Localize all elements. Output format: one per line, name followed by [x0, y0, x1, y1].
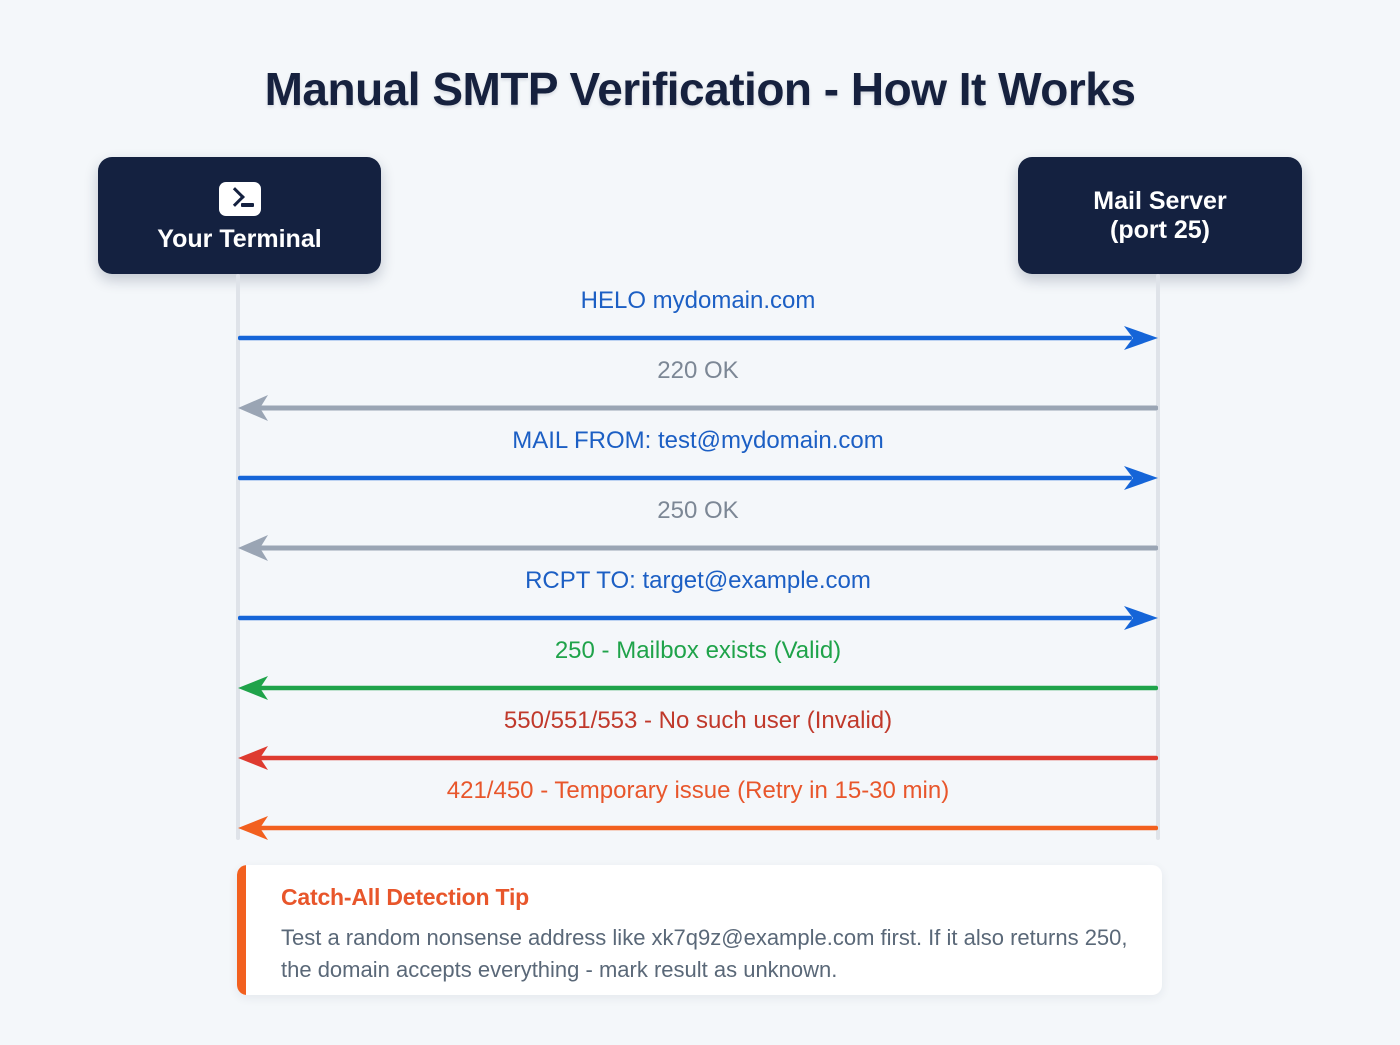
message-arrow-left	[238, 744, 1158, 772]
message-row: 550/551/553 - No such user (Invalid)	[238, 706, 1158, 776]
actor-your-terminal-label: Your Terminal	[157, 224, 322, 253]
message-arrow-left	[238, 394, 1158, 422]
message-row: MAIL FROM: test@mydomain.com	[238, 426, 1158, 496]
actor-mail-server-line2: (port 25)	[1110, 215, 1210, 244]
message-label: 250 - Mailbox exists (Valid)	[554, 637, 842, 664]
tip-accent-bar	[237, 865, 246, 995]
message-label: 550/551/553 - No such user (Invalid)	[503, 707, 893, 734]
message-label: 421/450 - Temporary issue (Retry in 15-3…	[446, 777, 950, 804]
message-row: 250 OK	[238, 496, 1158, 566]
lifeline-mail-server	[1156, 274, 1160, 840]
message-label: 250 OK	[657, 497, 739, 524]
message-label: HELO mydomain.com	[580, 287, 816, 314]
message-label: 220 OK	[657, 357, 739, 384]
catch-all-tip-card: Catch-All Detection Tip Test a random no…	[237, 865, 1162, 995]
lifeline-terminal	[236, 274, 240, 840]
actor-mail-server-line1: Mail Server	[1093, 186, 1227, 215]
page-title: Manual SMTP Verification - How It Works	[264, 63, 1136, 115]
message-arrow-left	[238, 534, 1158, 562]
terminal-prompt-icon	[218, 181, 261, 216]
sequence-diagram: HELO mydomain.com 220 OK MAIL FROM: test@m…	[0, 274, 1400, 840]
actor-mail-server: Mail Server (port 25)	[1018, 157, 1302, 274]
tip-body: Test a random nonsense address like xk7q…	[281, 925, 1128, 982]
underscore-glyph	[240, 202, 254, 207]
message-label: MAIL FROM: test@mydomain.com	[512, 427, 884, 454]
tip-title: Catch-All Detection Tip	[281, 884, 529, 910]
message-row: 250 - Mailbox exists (Valid)	[238, 636, 1158, 706]
message-row: 220 OK	[238, 356, 1158, 426]
actor-your-terminal: Your Terminal	[98, 157, 381, 274]
message-arrow-right	[238, 604, 1158, 632]
message-row: 421/450 - Temporary issue (Retry in 15-3…	[238, 776, 1158, 846]
message-arrow-right	[238, 324, 1158, 352]
message-arrow-right	[238, 464, 1158, 492]
tip-content: Catch-All Detection Tip Test a random no…	[281, 884, 1141, 986]
message-arrow-left	[238, 674, 1158, 702]
message-row: RCPT TO: target@example.com	[238, 566, 1158, 636]
message-arrow-left	[238, 814, 1158, 842]
message-row: HELO mydomain.com	[238, 286, 1158, 356]
message-label: RCPT TO: target@example.com	[525, 567, 871, 594]
